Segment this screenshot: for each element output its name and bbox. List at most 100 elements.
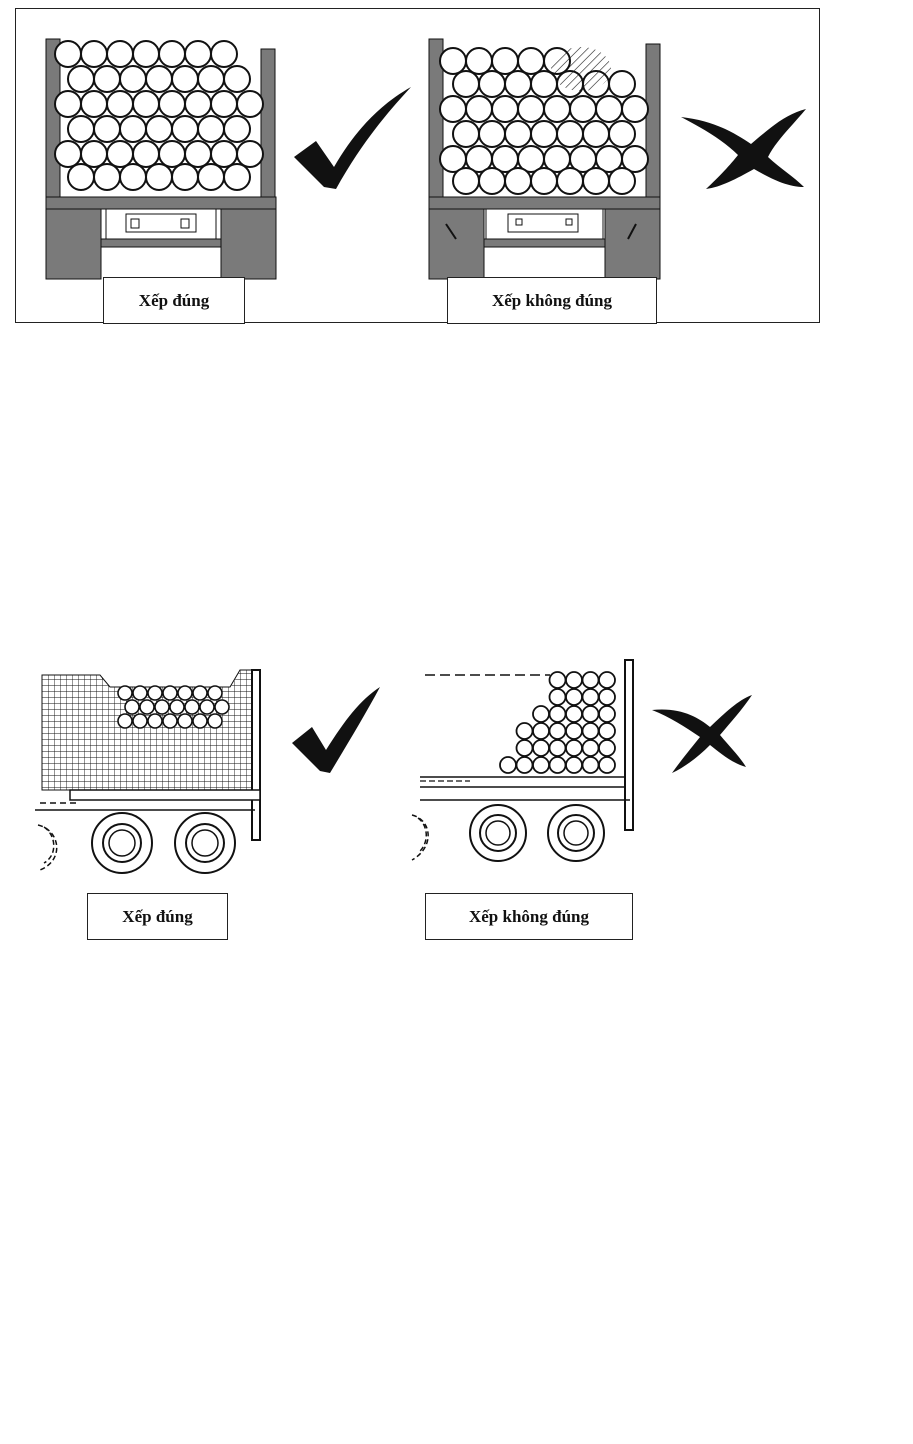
- log: [582, 120, 610, 148]
- log: [80, 140, 108, 168]
- log: [478, 70, 506, 98]
- log: [556, 167, 584, 195]
- truck-rear-incorrect: [428, 38, 661, 280]
- check-mark-icon: [294, 87, 411, 189]
- pipe: [581, 756, 600, 774]
- log: [236, 140, 264, 168]
- log: [171, 163, 199, 191]
- log: [223, 163, 251, 191]
- pipe: [598, 671, 616, 689]
- log: [478, 120, 506, 148]
- log: [210, 90, 238, 118]
- log: [119, 65, 147, 93]
- figure-rear-view: Xếp đúng Xếp không đúng: [15, 8, 820, 324]
- log: [197, 65, 225, 93]
- pipe: [565, 739, 583, 757]
- log: [119, 163, 147, 191]
- log: [517, 47, 545, 75]
- pipe: [177, 685, 193, 701]
- log: [452, 120, 480, 148]
- pipe: [207, 685, 223, 701]
- log: [504, 70, 532, 98]
- log: [223, 65, 251, 93]
- pipe: [548, 688, 567, 706]
- check-mark-icon: [292, 687, 380, 773]
- pipe: [117, 713, 133, 729]
- log: [171, 65, 199, 93]
- log: [543, 95, 571, 123]
- log: [210, 140, 238, 168]
- pipe: [548, 756, 567, 774]
- pipe: [515, 739, 534, 757]
- pipe: [532, 722, 550, 740]
- pipe: [598, 756, 616, 774]
- log: [184, 40, 212, 68]
- pipe: [598, 688, 616, 706]
- pipe: [548, 739, 567, 757]
- pipe-load-unsecured: [499, 671, 616, 774]
- log: [223, 115, 251, 143]
- pipe: [132, 685, 148, 701]
- log: [439, 95, 467, 123]
- log: [595, 95, 623, 123]
- log: [132, 90, 160, 118]
- pipe: [184, 699, 200, 715]
- log: [158, 90, 186, 118]
- pipe: [581, 671, 600, 689]
- empty-gap-hatched: [551, 47, 611, 91]
- pipe: [598, 722, 616, 740]
- pipe: [565, 688, 583, 706]
- pipe: [581, 688, 600, 706]
- log: [54, 140, 82, 168]
- side-view-illustration: [35, 659, 752, 874]
- log: [197, 115, 225, 143]
- label-incorrect: Xếp không đúng: [447, 277, 657, 324]
- log: [569, 95, 597, 123]
- pipe: [548, 705, 567, 723]
- log: [452, 70, 480, 98]
- log: [491, 47, 519, 75]
- log: [132, 40, 160, 68]
- log: [93, 115, 121, 143]
- pipe: [162, 685, 178, 701]
- pipe: [548, 671, 567, 689]
- pipe: [192, 685, 208, 701]
- log: [478, 167, 506, 195]
- log: [530, 167, 558, 195]
- label-correct: Xếp đúng: [103, 277, 245, 324]
- log: [452, 167, 480, 195]
- pipe: [581, 722, 600, 740]
- log: [621, 95, 649, 123]
- log: [119, 115, 147, 143]
- pipe: [139, 699, 155, 715]
- pipe: [598, 705, 616, 723]
- pipe: [532, 705, 550, 723]
- log: [491, 95, 519, 123]
- log: [67, 163, 95, 191]
- truck-side-correct: [35, 669, 261, 874]
- log: [184, 140, 212, 168]
- log: [54, 90, 82, 118]
- truck-side-incorrect: [411, 659, 634, 862]
- log: [158, 40, 186, 68]
- pipe: [162, 713, 178, 729]
- log: [504, 120, 532, 148]
- log: [54, 40, 82, 68]
- pipe: [499, 756, 517, 774]
- pipe: [192, 713, 208, 729]
- log: [158, 140, 186, 168]
- log: [67, 115, 95, 143]
- log: [210, 40, 238, 68]
- log: [106, 40, 134, 68]
- cross-mark-icon: [681, 109, 806, 189]
- pipe: [532, 739, 550, 757]
- pipe: [515, 756, 534, 774]
- log: [621, 145, 649, 173]
- log: [93, 65, 121, 93]
- pipe: [515, 722, 534, 740]
- log: [184, 90, 212, 118]
- label-incorrect: Xếp không đúng: [425, 893, 633, 940]
- truck-rear-correct: [45, 38, 277, 280]
- log: [106, 140, 134, 168]
- log: [145, 65, 173, 93]
